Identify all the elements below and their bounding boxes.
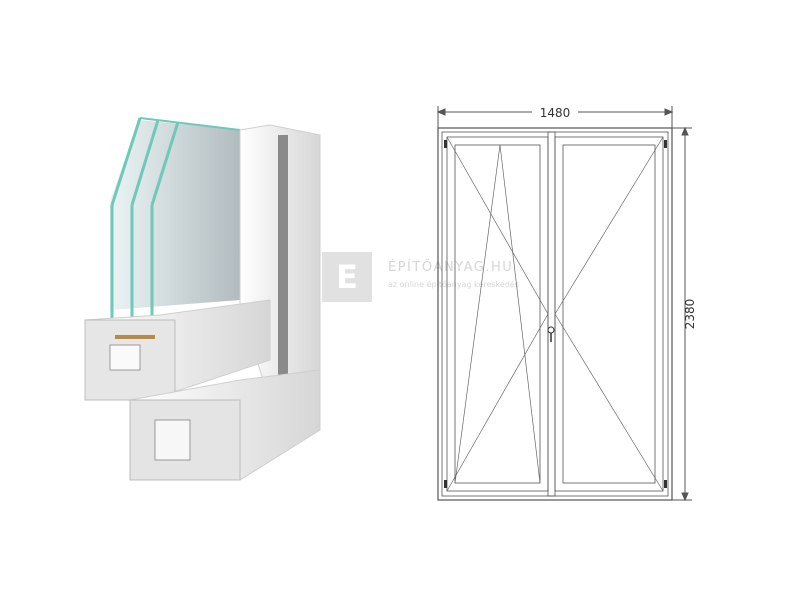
left-opening-lines <box>446 136 549 492</box>
watermark-tagline: az online építőanyag kereskedés <box>388 280 519 289</box>
hinge-icon <box>444 140 667 488</box>
triple-glazing <box>110 117 241 320</box>
window-profile-illustration <box>84 117 321 481</box>
left-sash <box>446 136 549 492</box>
right-opening-lines <box>554 136 664 492</box>
handle-icon <box>547 326 555 342</box>
watermark: E ÉPÍTŐANYAG.HU az online építőanyag ker… <box>322 252 542 302</box>
height-label: 2380 <box>683 299 697 330</box>
height-dimension <box>672 126 692 502</box>
sash-section <box>84 299 271 401</box>
window-drawing: 1480 2380 <box>436 102 697 502</box>
width-label: 1480 <box>540 106 571 120</box>
watermark-logo: E <box>322 252 372 302</box>
frame-section <box>129 369 321 481</box>
mullion <box>547 131 556 497</box>
watermark-brand: ÉPÍTŐANYAG.HU <box>388 260 514 275</box>
right-sash <box>554 136 664 492</box>
